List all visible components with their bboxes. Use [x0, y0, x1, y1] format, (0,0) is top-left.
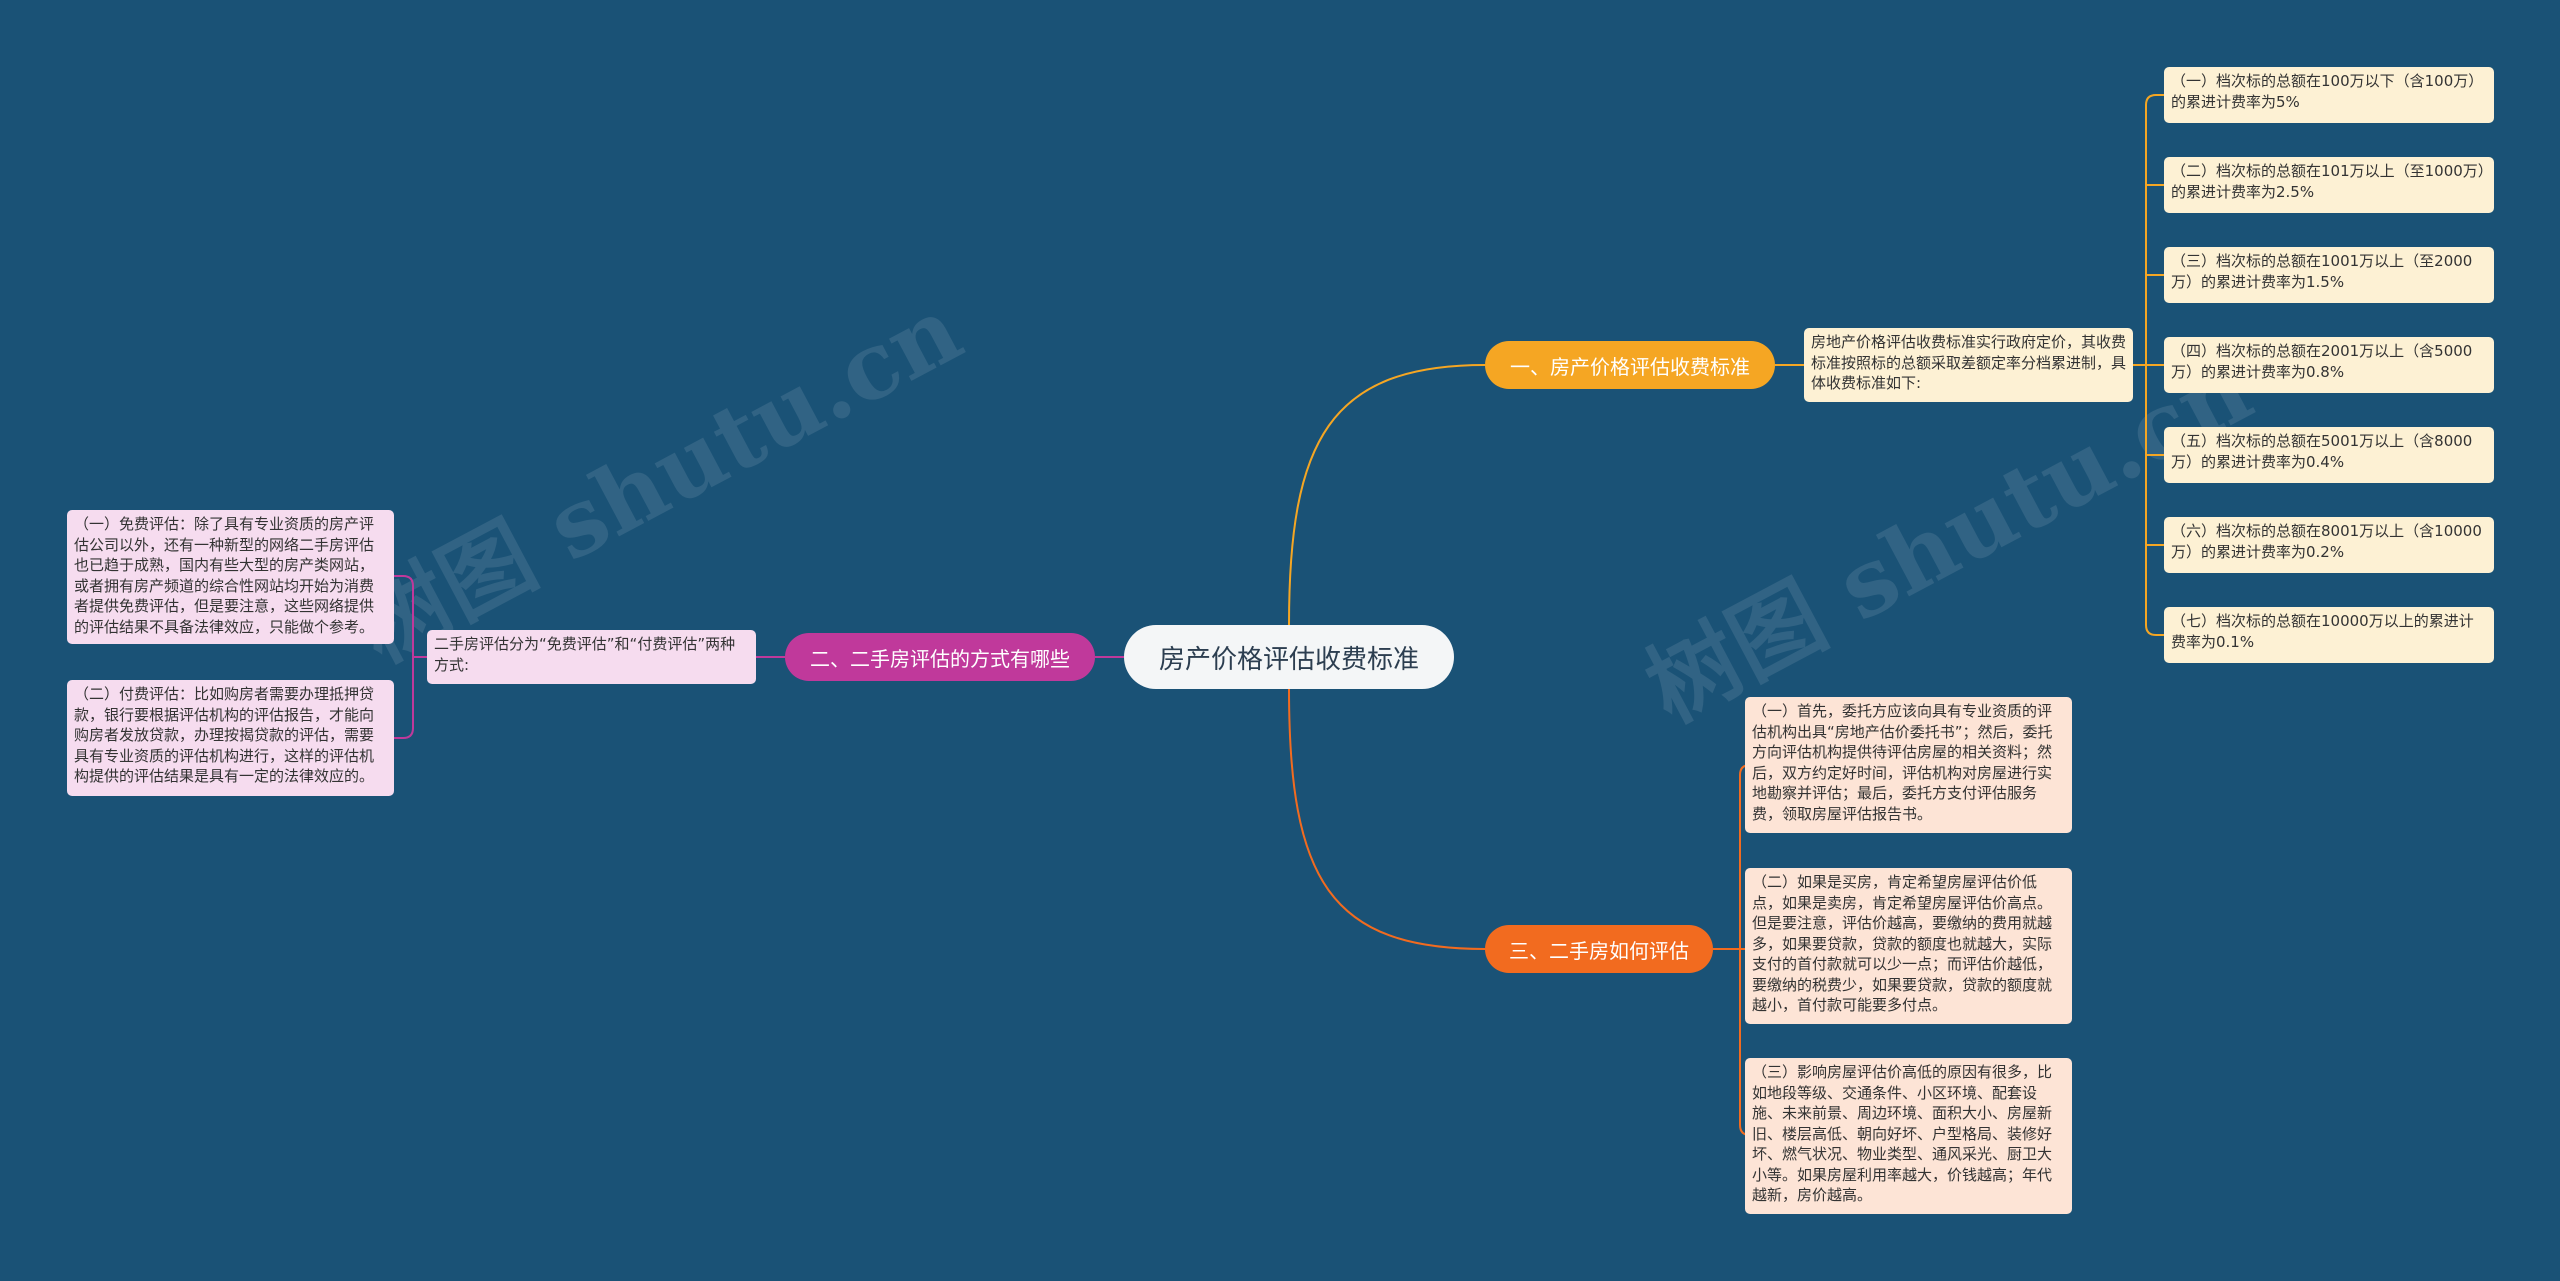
evaluation-step-1[interactable]: （一）首先，委托方应该向具有专业资质的评估机构出具“房地产估价委托书”；然后，委…	[1745, 697, 2072, 833]
branch-how-to-evaluate[interactable]: 三、二手房如何评估	[1485, 925, 1713, 973]
branch-fee-standard[interactable]: 一、房产价格评估收费标准	[1485, 341, 1775, 389]
branch-evaluation-methods[interactable]: 二、二手房评估的方式有哪些	[785, 633, 1095, 681]
evaluation-methods-intro[interactable]: 二手房评估分为“免费评估”和“付费评估”两种方式:	[427, 630, 756, 684]
link-root-branch3	[1288, 688, 1486, 950]
link-root-branch1	[1288, 364, 1486, 626]
fee-tier-1[interactable]: （一）档次标的总额在100万以下（含100万）的累进计费率为5%	[2164, 67, 2494, 123]
root-topic[interactable]: 房产价格评估收费标准	[1124, 625, 1454, 689]
fee-tier-3[interactable]: （三）档次标的总额在1001万以上（至2000万）的累进计费率为1.5%	[2164, 247, 2494, 303]
free-evaluation[interactable]: （一）免费评估：除了具有专业资质的房产评估公司以外，还有一种新型的网络二手房评估…	[67, 510, 394, 644]
paid-evaluation[interactable]: （二）付费评估：比如购房者需要办理抵押贷款，银行要根据评估机构的评估报告，才能向…	[67, 680, 394, 796]
fee-tier-5[interactable]: （五）档次标的总额在5001万以上（含8000万）的累进计费率为0.4%	[2164, 427, 2494, 483]
fee-tier-7[interactable]: （七）档次标的总额在10000万以上的累进计费率为0.1%	[2164, 607, 2494, 663]
bracket-branch2-items	[394, 575, 427, 739]
evaluation-step-2[interactable]: （二）如果是买房，肯定希望房屋评估价低点，如果是卖房，肯定希望房屋评估价高点。但…	[1745, 868, 2072, 1024]
fee-tier-4[interactable]: （四）档次标的总额在2001万以上（含5000万）的累进计费率为0.8%	[2164, 337, 2494, 393]
fee-standard-intro[interactable]: 房地产价格评估收费标准实行政府定价，其收费标准按照标的总额采取差额定率分档累进制…	[1804, 328, 2133, 402]
evaluation-step-3[interactable]: （三）影响房屋评估价高低的原因有很多，比如地段等级、交通条件、小区环境、配套设施…	[1745, 1058, 2072, 1214]
bracket-items-1	[2145, 94, 2164, 636]
fee-tier-6[interactable]: （六）档次标的总额在8001万以上（含10000万）的累进计费率为0.2%	[2164, 517, 2494, 573]
fee-tier-2[interactable]: （二）档次标的总额在101万以上（至1000万）的累进计费率为2.5%	[2164, 157, 2494, 213]
